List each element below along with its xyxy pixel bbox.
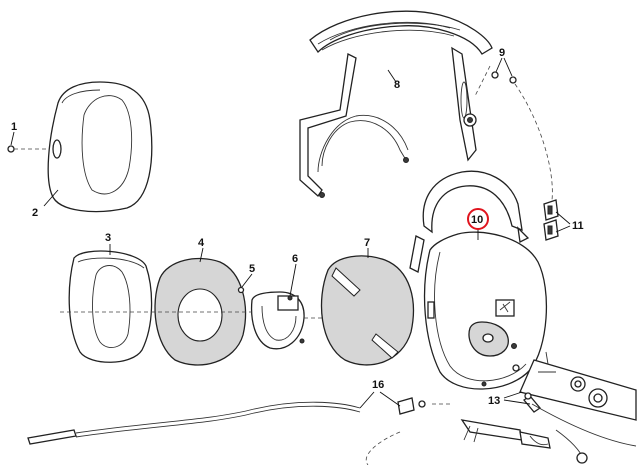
callout-5: 5 <box>249 263 255 275</box>
callout-13: 13 <box>488 395 500 407</box>
callout-1: 1 <box>11 121 17 133</box>
callout-10-highlight <box>467 208 489 230</box>
part-8-headband <box>299 10 493 198</box>
part-16-cable <box>27 397 450 445</box>
part-5-screw <box>237 286 245 294</box>
callout-9: 9 <box>499 47 505 59</box>
callout-10: 10 <box>471 214 483 226</box>
callout-labels: 1 2 3 4 5 6 7 8 9 10 11 13 16 <box>11 47 584 407</box>
callout-7: 7 <box>364 237 370 249</box>
part-7-foam-insert <box>320 255 415 366</box>
part-2-ear-seal-cover <box>47 81 153 213</box>
part-9-screws <box>491 71 553 201</box>
callout-3: 3 <box>105 232 111 244</box>
callout-16: 16 <box>372 379 384 391</box>
part-10-ear-cup <box>409 170 547 390</box>
part-6-speaker <box>250 291 325 350</box>
callout-leaders <box>10 57 571 409</box>
callout-2: 2 <box>32 207 38 219</box>
callout-4: 4 <box>198 237 205 249</box>
part-3-ear-cushion <box>68 250 153 363</box>
part-13-boom-hardware <box>365 351 637 465</box>
callout-11: 11 <box>572 220 584 232</box>
callout-6: 6 <box>292 253 298 265</box>
callout-8: 8 <box>394 79 400 91</box>
part-11-clips <box>543 199 559 241</box>
